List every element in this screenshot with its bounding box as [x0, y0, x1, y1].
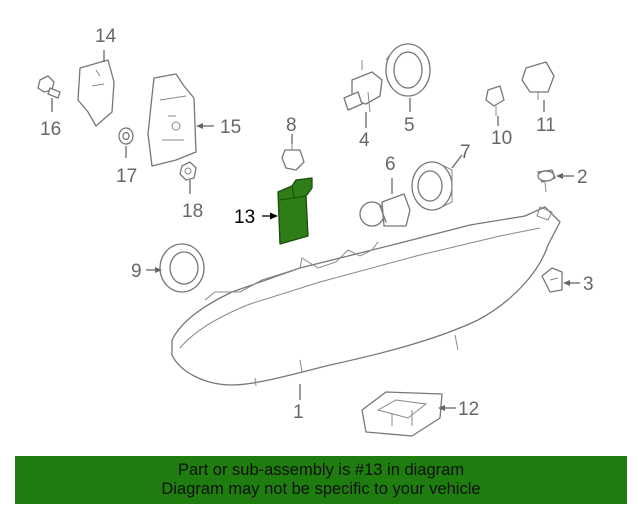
part-14-bracket[interactable]: [77, 59, 115, 127]
part-5-dust-cap[interactable]: [385, 43, 431, 97]
banner-line-2: Diagram may not be specific to your vehi…: [161, 480, 481, 498]
callout-7: 7: [460, 142, 471, 163]
callout-4: 4: [359, 130, 370, 151]
part-8-bulb[interactable]: [281, 144, 305, 171]
part-3-clip[interactable]: [541, 267, 563, 293]
callout-15: 15: [220, 117, 241, 138]
parts-diagram: 1 2 3 4 5 6 7: [37, 26, 594, 437]
callout-3: 3: [583, 274, 594, 295]
arrow-2: [556, 173, 563, 179]
callout-12: 12: [458, 399, 479, 420]
part-9-seal[interactable]: [159, 243, 205, 293]
part-16-bolt[interactable]: [37, 75, 61, 99]
part-17-washer[interactable]: [118, 127, 134, 145]
callout-5: 5: [404, 115, 415, 136]
part-7-socket[interactable]: [411, 161, 453, 211]
part-15-mount-bracket[interactable]: [147, 73, 197, 167]
leader-7: [451, 154, 463, 169]
part-12-ballast-module[interactable]: [361, 391, 443, 437]
arrow-15: [196, 123, 203, 129]
arrow-9: [155, 267, 162, 273]
callout-16: 16: [40, 119, 61, 140]
callout-6: 6: [385, 154, 396, 175]
callout-8: 8: [286, 115, 297, 136]
part-11-socket[interactable]: [521, 61, 555, 100]
callout-18: 18: [182, 201, 203, 222]
part-10-bulb[interactable]: [485, 85, 505, 116]
part-18-nut[interactable]: [179, 161, 197, 181]
arrow-12: [438, 405, 445, 411]
arrow-3: [563, 280, 570, 286]
callout-1: 1: [293, 402, 304, 423]
part-4-bulb[interactable]: [343, 60, 383, 113]
callout-13: 13: [234, 207, 255, 228]
part-1-headlamp-assembly[interactable]: [171, 206, 561, 387]
callout-9: 9: [131, 261, 142, 282]
callout-14: 14: [95, 26, 117, 47]
callout-10: 10: [491, 128, 512, 149]
info-banner: Part or sub-assembly is #13 in diagram D…: [15, 456, 627, 504]
part-2-screw[interactable]: [537, 169, 556, 193]
part-6-bulb[interactable]: [359, 193, 411, 227]
callout-17: 17: [116, 166, 137, 187]
callout-2: 2: [577, 167, 588, 188]
callout-11: 11: [536, 115, 556, 136]
banner-line-1: Part or sub-assembly is #13 in diagram: [177, 461, 465, 479]
part-13-module-highlighted[interactable]: [277, 177, 313, 245]
arrow-13: [270, 212, 278, 220]
